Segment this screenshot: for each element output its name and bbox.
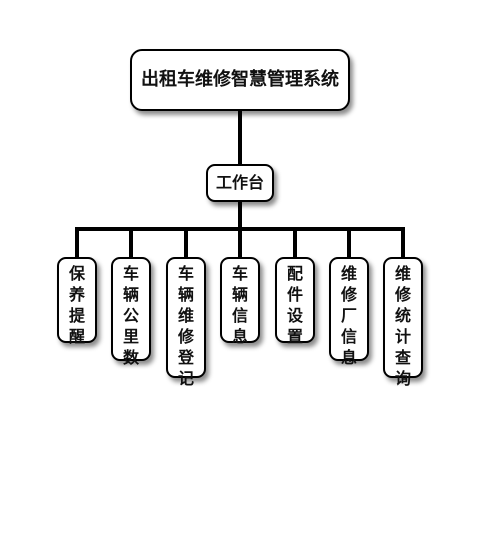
root-node-system-title: 出租车维修智慧管理系统 <box>130 49 350 111</box>
leaf-connector-7 <box>401 227 405 259</box>
leaf-node-vehicle-info: 车辆信息 <box>220 257 260 346</box>
leaf-node-repair-statistics-query: 维修统计查询 <box>383 257 423 388</box>
root-to-middle-connector <box>238 111 242 164</box>
leaf-connector-5 <box>293 227 297 259</box>
leaf-node-vehicle-repair-registration: 车辆维修登记 <box>166 257 206 388</box>
leaf-connector-6 <box>347 227 351 259</box>
workbench-node: 工作台 <box>206 164 274 202</box>
leaf-connector-3 <box>184 227 188 259</box>
leaf-connector-2 <box>129 227 133 259</box>
middle-to-bus-connector <box>238 202 242 229</box>
leaf-node-maintenance-reminder: 保养提醒 <box>57 257 97 346</box>
leaf-node-repair-shop-info: 维修厂信息 <box>329 257 369 367</box>
leaf-connector-4 <box>238 227 242 259</box>
leaf-node-parts-settings: 配件设置 <box>275 257 315 346</box>
leaf-node-vehicle-mileage: 车辆公里数 <box>111 257 151 367</box>
leaf-connector-1 <box>75 227 79 259</box>
